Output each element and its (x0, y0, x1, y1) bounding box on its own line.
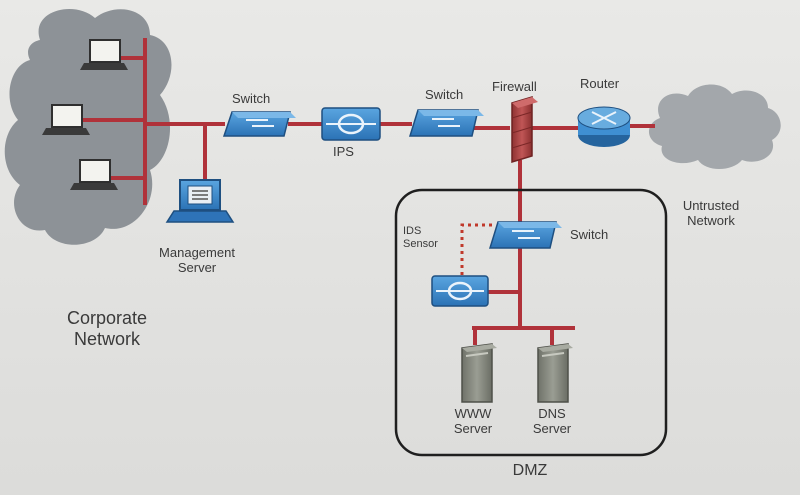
www-line-1: WWW (454, 406, 492, 421)
corporate-line-1: Corporate (66, 308, 148, 328)
ids-sensor-label: IDS Sensor (403, 225, 438, 250)
dns-server-icon (537, 343, 573, 403)
ids-line-1: IDS (403, 225, 422, 237)
www-server-label: WWW Server (443, 406, 503, 437)
mgmt-line-1: Management (159, 245, 235, 260)
ips-icon (321, 107, 381, 141)
router-label: Router (580, 76, 620, 91)
switch-icon (488, 221, 562, 249)
switch-icon (408, 109, 484, 137)
untrusted-line-1: Untrusted (682, 198, 740, 213)
router-icon (577, 106, 631, 147)
untrusted-cloud-icon (648, 84, 781, 169)
management-server-label: Management Server (142, 245, 252, 276)
ids-monitor-link (460, 223, 492, 275)
firewall-icon (511, 95, 538, 164)
firewall-label: Firewall (492, 79, 537, 94)
management-server-icon (165, 179, 235, 223)
www-server-icon (461, 343, 497, 403)
dns-server-label: DNS Server (522, 406, 582, 437)
laptop-icon (42, 104, 90, 135)
corporate-network-label: Corporate Network (48, 308, 166, 349)
dns-line-1: DNS (538, 406, 566, 421)
corporate-cloud-icon (4, 9, 172, 245)
switch-left-label: Switch (232, 91, 271, 106)
mgmt-line-2: Server (177, 259, 217, 275)
laptop-icon (80, 39, 128, 70)
switch-icon (222, 111, 296, 137)
corporate-links (82, 38, 655, 345)
ids-sensor-icon (431, 275, 489, 307)
dmz-zone (394, 188, 668, 457)
laptop-icon (70, 159, 118, 190)
dmz-label: DMZ (512, 462, 548, 479)
ips-label: IPS (333, 144, 354, 159)
ids-line-2: Sensor (403, 237, 438, 250)
untrusted-network-label: Untrusted Network (676, 198, 746, 229)
switch-right-label: Switch (425, 87, 464, 102)
corporate-line-2: Network (73, 328, 140, 349)
untrusted-line-2: Network (687, 212, 735, 228)
www-line-2: Server (453, 420, 493, 436)
dns-line-2: Server (532, 420, 572, 436)
switch-dmz-label: Switch (570, 227, 609, 242)
